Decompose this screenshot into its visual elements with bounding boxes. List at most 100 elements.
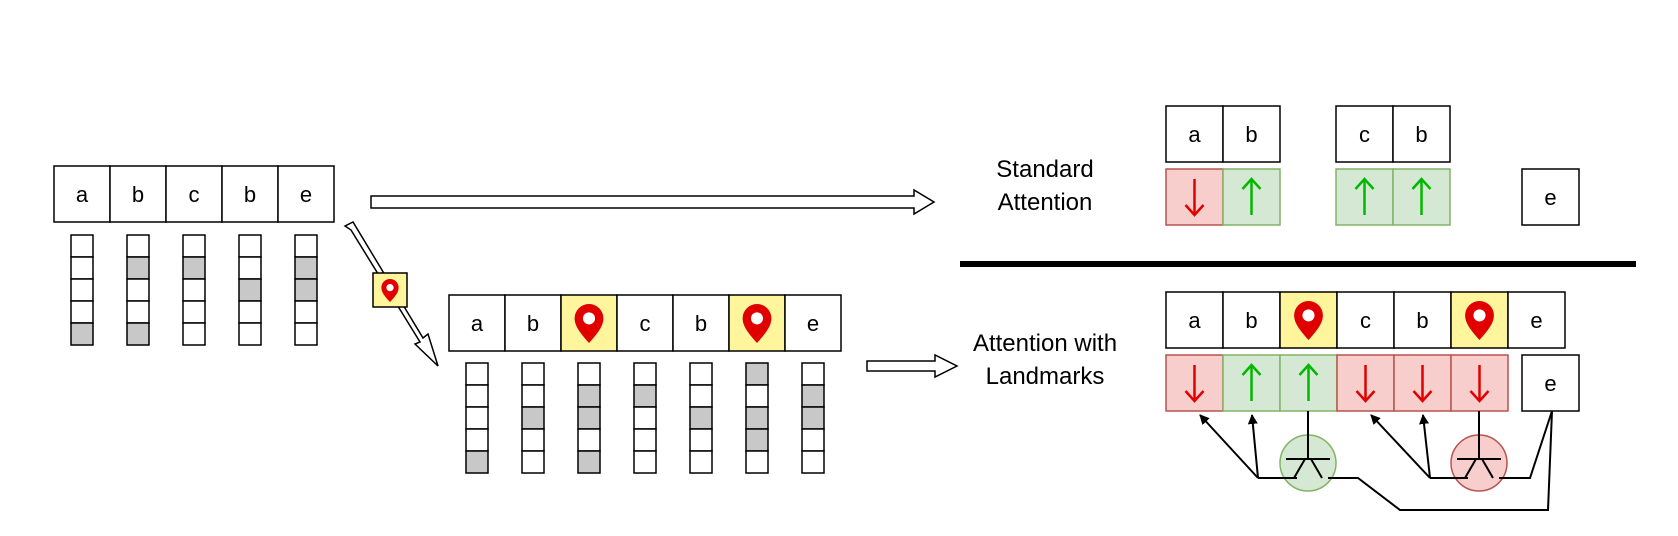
kv-cache-slot — [633, 362, 657, 386]
kv-cache-slot — [126, 234, 150, 258]
landmark-token — [1450, 291, 1509, 349]
token-a: a — [1165, 105, 1224, 163]
landmark-token — [1279, 291, 1338, 349]
kv-cache-slot — [521, 428, 545, 452]
gate-icon — [1279, 434, 1337, 492]
token-cell — [1165, 291, 1224, 349]
token-label: a — [1188, 122, 1201, 147]
kv-cache-slot — [521, 450, 545, 474]
kv-cache-slot — [465, 406, 489, 430]
kv-cache-slot — [577, 406, 601, 430]
down-arrow-icon — [1355, 365, 1376, 403]
token-label: c — [640, 311, 651, 336]
token-a: a — [1165, 291, 1224, 349]
token-label: b — [1245, 308, 1257, 333]
token-label: b — [695, 311, 707, 336]
kv-cache-slot — [689, 450, 713, 474]
token-label: b — [1245, 122, 1257, 147]
token-cell — [53, 165, 111, 223]
kv-cache-slot — [689, 406, 713, 430]
token-cell — [1521, 168, 1580, 226]
token-label: b — [132, 182, 144, 207]
token-b: b — [221, 165, 279, 223]
kv-cache-slot — [633, 428, 657, 452]
kv-cache-slot — [238, 278, 262, 302]
kv-cache-slot — [801, 450, 825, 474]
kv-cache-slot — [70, 300, 94, 324]
kv-cache-column — [577, 362, 601, 474]
kv-cache-slot — [182, 322, 206, 346]
token-label: c — [189, 182, 200, 207]
token-b: b — [1393, 291, 1452, 349]
token-b: b — [1392, 105, 1451, 163]
down-arrow-cell — [1336, 354, 1395, 412]
kv-cache-column — [633, 362, 657, 474]
map-pin-icon — [381, 279, 399, 302]
kv-cache-slot — [465, 384, 489, 408]
kv-cache-slot — [577, 450, 601, 474]
token-cell — [672, 294, 730, 352]
kv-cache-slot — [521, 384, 545, 408]
landmark-attention-label-2: Landmarks — [986, 363, 1105, 390]
token-cell — [1392, 105, 1451, 163]
token-c: c — [1335, 105, 1394, 163]
kv-cache-slot — [577, 362, 601, 386]
kv-cache-column — [521, 362, 545, 474]
token-cell — [1165, 105, 1224, 163]
kv-cache-slot — [126, 322, 150, 346]
down-arrow-cell — [1450, 354, 1509, 412]
kv-cache-slot — [126, 300, 150, 324]
kv-cache-slot — [577, 384, 601, 408]
kv-cache-slot — [745, 450, 769, 474]
kv-cache-slot — [70, 256, 94, 280]
kv-cache-slot — [521, 362, 545, 386]
token-label: e — [1544, 371, 1556, 396]
kv-cache-slot — [745, 428, 769, 452]
token-e: e — [1507, 291, 1566, 349]
token-label: a — [1188, 308, 1201, 333]
token-cell — [165, 165, 223, 223]
kv-cache-slot — [182, 278, 206, 302]
kv-cache-slot — [465, 428, 489, 452]
kv-cache-slot — [238, 300, 262, 324]
up-arrow-icon — [1411, 177, 1432, 215]
map-pin-icon — [574, 303, 604, 343]
down-arrow-icon — [1184, 179, 1205, 217]
token-cell — [277, 165, 335, 223]
token-b: b — [1222, 291, 1281, 349]
token-label: c — [1359, 122, 1370, 147]
token-label: b — [1416, 308, 1428, 333]
token-cell — [1222, 105, 1281, 163]
gate-connectors — [1199, 410, 1553, 511]
up-arrow-icon — [1241, 177, 1262, 215]
kv-cache-slot — [294, 234, 318, 258]
token-a: a — [448, 294, 506, 352]
token-c: c — [1336, 291, 1395, 349]
kv-cache-slot — [294, 278, 318, 302]
kv-cache-column — [294, 234, 318, 346]
kv-cache-column — [689, 362, 713, 474]
kv-cache-column — [126, 234, 150, 346]
kv-cache-slot — [126, 256, 150, 280]
token-b: b — [109, 165, 167, 223]
token-b: b — [1222, 105, 1281, 163]
kv-cache-slot — [745, 384, 769, 408]
up-arrow-cell — [1335, 168, 1394, 226]
token-cell — [1336, 291, 1395, 349]
token-label: a — [76, 182, 89, 207]
up-arrow-icon — [1354, 177, 1375, 215]
kv-cache-slot — [238, 234, 262, 258]
token-cell — [1507, 291, 1566, 349]
token-label: e — [1530, 308, 1542, 333]
map-pin-icon — [1465, 300, 1494, 340]
gate-icon — [1450, 434, 1508, 492]
map-pin-icon — [1294, 300, 1323, 340]
kv-cache-column — [801, 362, 825, 474]
token-cell — [109, 165, 167, 223]
token-cell — [221, 165, 279, 223]
down-arrow-icon — [1469, 365, 1490, 403]
